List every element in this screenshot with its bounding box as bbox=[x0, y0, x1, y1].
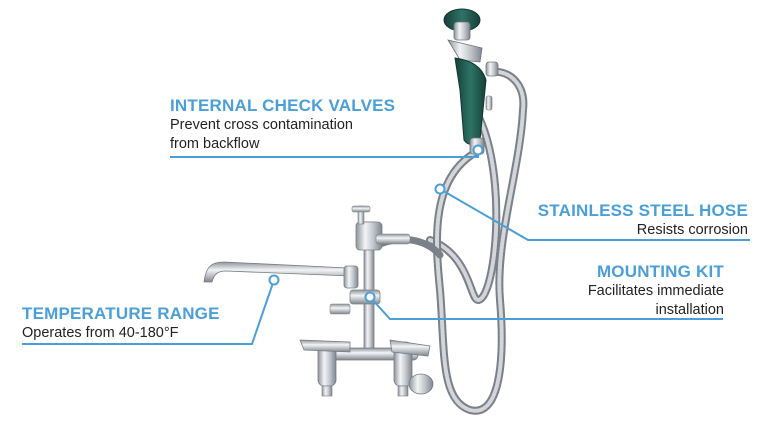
callout-title: MOUNTING KIT bbox=[596, 262, 724, 281]
callout-mounting-kit: MOUNTING KIT Facilitates immediate insta… bbox=[588, 262, 724, 320]
swing-spout bbox=[203, 261, 359, 289]
callout-description: Resists corrosion bbox=[636, 222, 748, 238]
callout-description: from backflow bbox=[170, 136, 260, 152]
marker-stainless-hose bbox=[434, 183, 446, 195]
callout-description: Operates from 40-180°F bbox=[22, 325, 179, 341]
leader-stainless-hose bbox=[439, 188, 750, 241]
callout-description: Prevent cross contamination bbox=[170, 117, 353, 133]
pre-rinse-spray-valve bbox=[443, 8, 499, 155]
leader-mounting-kit bbox=[369, 296, 723, 320]
stainless-steel-hose bbox=[376, 67, 528, 415]
callout-internal-check-valves: INTERNAL CHECK VALVES Prevent cross cont… bbox=[170, 96, 395, 154]
faucet-body bbox=[299, 339, 434, 397]
riser-column bbox=[329, 205, 411, 353]
callout-description: installation bbox=[655, 302, 724, 318]
leader-temperature bbox=[22, 279, 275, 345]
callout-temperature-range: TEMPERATURE RANGE Operates from 40-180°F bbox=[22, 304, 220, 343]
marker-temperature bbox=[268, 274, 280, 286]
marker-check-valves bbox=[472, 144, 484, 156]
callout-description: Facilitates immediate bbox=[587, 283, 724, 299]
marker-mounting-kit bbox=[364, 291, 376, 303]
callout-title: TEMPERATURE RANGE bbox=[22, 304, 220, 323]
callout-markers bbox=[268, 144, 484, 303]
callout-title: INTERNAL CHECK VALVES bbox=[170, 96, 396, 115]
callout-stainless-steel-hose: STAINLESS STEEL HOSE Resists corrosion bbox=[538, 201, 748, 240]
callout-title: STAINLESS STEEL HOSE bbox=[537, 201, 748, 220]
